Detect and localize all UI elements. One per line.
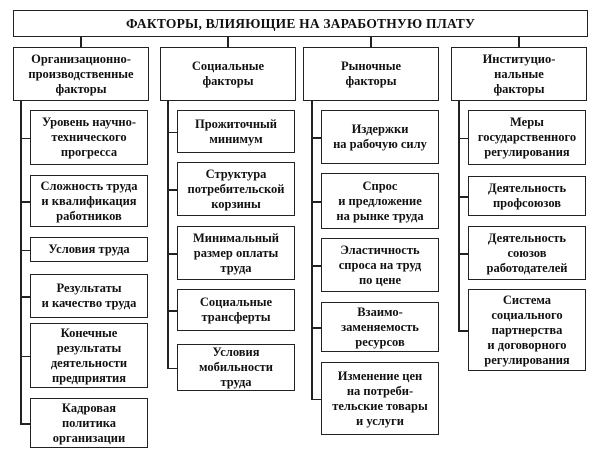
trunk-line xyxy=(458,101,460,330)
branch-line xyxy=(20,137,30,139)
branch-line xyxy=(311,137,321,139)
column-header-1: Организационно- производственные факторы xyxy=(13,47,149,101)
factor-box: Уровень научно- технического прогресса xyxy=(30,110,148,165)
connector-line xyxy=(80,37,82,47)
factor-box: Структура потребительской корзины xyxy=(177,162,295,216)
trunk-line xyxy=(20,101,22,423)
column-header-4: Институцио- нальные факторы xyxy=(451,47,587,101)
connector-line xyxy=(227,37,229,47)
branch-line xyxy=(458,253,468,255)
column-header-2: Социальные факторы xyxy=(160,47,296,101)
branch-line xyxy=(20,201,30,203)
diagram-title: ФАКТОРЫ, ВЛИЯЮЩИЕ НА ЗАРАБОТНУЮ ПЛАТУ xyxy=(13,10,588,37)
factor-box: Меры государственного регулирования xyxy=(468,110,586,165)
branch-line xyxy=(167,367,177,369)
factor-box: Результаты и качество труда xyxy=(30,274,148,318)
factor-box: Сложность труда и квалификация работнико… xyxy=(30,175,148,227)
factor-box: Система социального партнерства и догово… xyxy=(468,289,586,371)
trunk-line xyxy=(167,101,169,368)
factor-box: Условия труда xyxy=(30,237,148,262)
branch-line xyxy=(167,131,177,133)
branch-line xyxy=(167,253,177,255)
branch-line xyxy=(311,265,321,267)
branch-line xyxy=(458,196,468,198)
connector-line xyxy=(370,37,372,47)
factor-box: Изменение цен на потреби- тельские товар… xyxy=(321,362,439,435)
factor-box: Спрос и предложение на рынке труда xyxy=(321,173,439,229)
branch-line xyxy=(20,423,30,425)
factor-box: Деятельность союзов работодателей xyxy=(468,226,586,280)
column-header-3: Рыночные факторы xyxy=(303,47,439,101)
factor-box: Условия мобильности труда xyxy=(177,344,295,391)
connector-line xyxy=(518,37,520,47)
branch-line xyxy=(311,327,321,329)
factor-box: Взаимо- заменяемость ресурсов xyxy=(321,302,439,352)
branch-line xyxy=(167,310,177,312)
factor-box: Деятельность профсоюзов xyxy=(468,176,586,216)
trunk-line xyxy=(311,101,313,399)
branch-line xyxy=(167,189,177,191)
factor-box: Кадровая политика организации xyxy=(30,398,148,448)
factor-box: Издержки на рабочую силу xyxy=(321,110,439,164)
branch-line xyxy=(311,201,321,203)
branch-line xyxy=(20,296,30,298)
branch-line xyxy=(458,330,468,332)
branch-line xyxy=(20,249,30,251)
factor-box: Прожиточный минимум xyxy=(177,110,295,153)
factor-box: Минимальный размер оплаты труда xyxy=(177,226,295,280)
branch-line xyxy=(20,355,30,357)
factor-box: Эластичность спроса на труд по цене xyxy=(321,238,439,292)
factor-box: Социальные трансферты xyxy=(177,289,295,331)
factor-box: Конечные результаты деятельности предпри… xyxy=(30,323,148,388)
branch-line xyxy=(458,137,468,139)
branch-line xyxy=(311,398,321,400)
